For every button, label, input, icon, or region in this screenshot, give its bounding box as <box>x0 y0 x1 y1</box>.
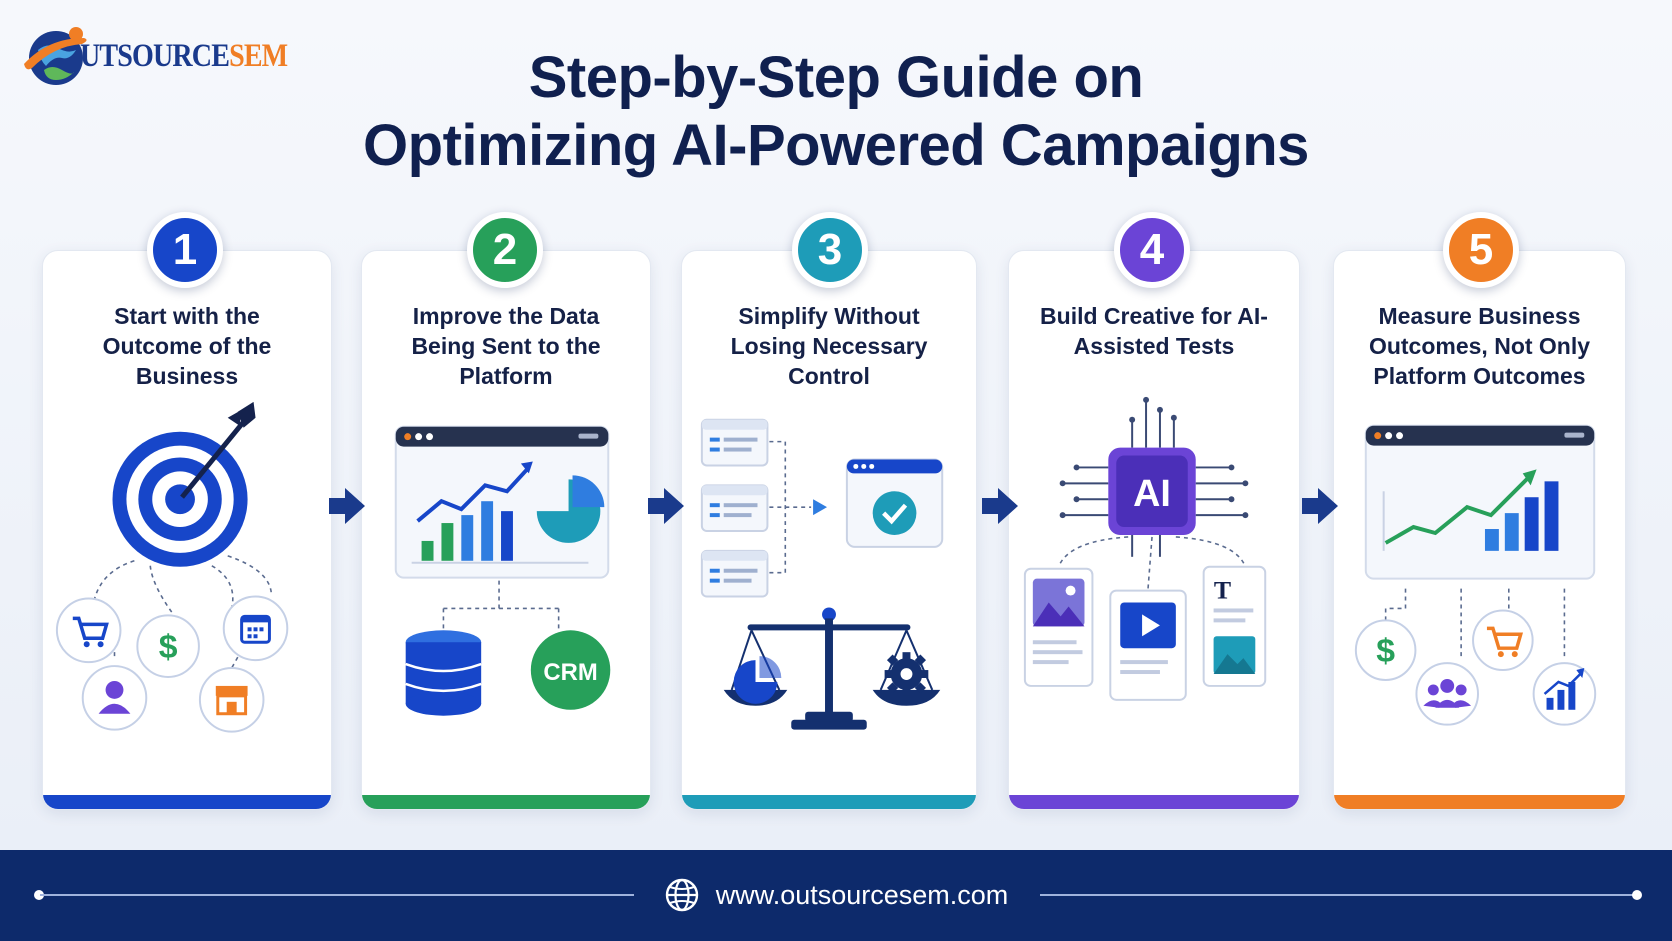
dollar-icon: $ <box>1354 619 1417 681</box>
step-4-label: Build Creative for AI-Assisted Tests <box>1040 303 1268 359</box>
database-icon <box>405 630 482 716</box>
crm-icon: CRM <box>530 630 611 710</box>
logo-text: UTSOURCESEM <box>80 37 288 74</box>
arrow-right-icon <box>982 488 1018 524</box>
page-title: Step-by-Step Guide on Optimizing AI-Powe… <box>0 44 1672 180</box>
step-5-label: Measure Business Outcomes, Not Only Plat… <box>1368 303 1591 389</box>
step-4-badge: 4 <box>1114 212 1190 288</box>
step-2-label: Improve the Data Being Sent to the Platf… <box>411 303 601 389</box>
svg-text:$: $ <box>1376 632 1395 670</box>
user-icon <box>81 665 148 731</box>
team-icon <box>1415 662 1480 726</box>
step-2-badge: 2 <box>467 212 543 288</box>
step-card-5: Measure Business Outcomes, Not Only Plat… <box>1333 250 1626 810</box>
footer-rule-right <box>1040 894 1636 896</box>
globe-logo-icon <box>24 27 87 85</box>
logo: UTSOURCESEM <box>18 20 298 92</box>
arrow-right-icon <box>648 488 684 524</box>
text-glyph: T <box>1214 576 1231 605</box>
step-1-accent-bar <box>43 795 331 809</box>
step-1-label: Start with the Outcome of the Business <box>102 303 272 389</box>
step-5-illustration: $ <box>1354 424 1597 726</box>
footer-dot-right <box>1632 890 1642 900</box>
footer: www.outsourcesem.com <box>0 850 1672 941</box>
ai-text: AI <box>1133 472 1171 514</box>
dollar-icon: $ <box>136 614 200 678</box>
step-3-badge: 3 <box>792 212 868 288</box>
crm-text: CRM <box>543 659 597 686</box>
target-icon <box>112 401 256 567</box>
text-card-icon: T <box>1202 565 1267 687</box>
step-2-accent-bar <box>362 795 650 809</box>
image-card-icon <box>1023 567 1094 687</box>
title-line-1: Step-by-Step Guide on <box>528 45 1144 110</box>
pie-icon <box>733 656 782 704</box>
arrow-right-icon <box>329 488 365 524</box>
video-card-icon <box>1109 589 1187 701</box>
window-list-icon <box>700 418 769 598</box>
step-1-badge: 1 <box>147 212 223 288</box>
cart-icon <box>55 597 122 664</box>
footer-url-text[interactable]: www.outsourcesem.com <box>715 880 1009 910</box>
step-2-illustration: CRM <box>394 425 611 716</box>
arrow-right-icon <box>1302 488 1338 524</box>
step-4-illustration: AI T <box>1023 396 1267 701</box>
step-3-illustration <box>700 418 944 730</box>
step-3-label: Simplify Without Losing Necessary Contro… <box>730 303 928 389</box>
analytics-dashboard-icon <box>394 425 610 579</box>
step-4-accent-bar <box>1009 795 1299 809</box>
footer-rule-left <box>40 894 634 896</box>
check-window-icon <box>845 458 944 548</box>
step-card-3: Simplify Without Losing Necessary Contro… <box>681 250 977 810</box>
bar-chart-icon <box>1532 662 1597 726</box>
calendar-icon <box>222 595 289 662</box>
step-card-2: Improve the Data Being Sent to the Platf… <box>361 250 651 810</box>
growth-dashboard-icon <box>1364 424 1596 580</box>
footer-dot-left <box>34 890 44 900</box>
ai-chip-icon: AI <box>1059 396 1249 557</box>
cart-icon <box>1472 609 1534 672</box>
step-5-accent-bar <box>1334 795 1625 809</box>
step-card-4: Build Creative for AI-Assisted Tests AI <box>1008 250 1300 810</box>
globe-icon <box>665 878 698 912</box>
step-3-accent-bar <box>682 795 976 809</box>
title-line-2: Optimizing AI-Powered Campaigns <box>363 113 1309 178</box>
footer-url[interactable]: www.outsourcesem.com <box>0 876 1672 914</box>
step-5-badge: 5 <box>1443 212 1519 288</box>
store-icon <box>198 667 265 733</box>
step-card-1: Start with the Outcome of the Business <box>42 250 332 810</box>
step-1-illustration: $ <box>55 401 289 733</box>
svg-text:$: $ <box>159 628 178 666</box>
gear-icon <box>884 652 929 696</box>
